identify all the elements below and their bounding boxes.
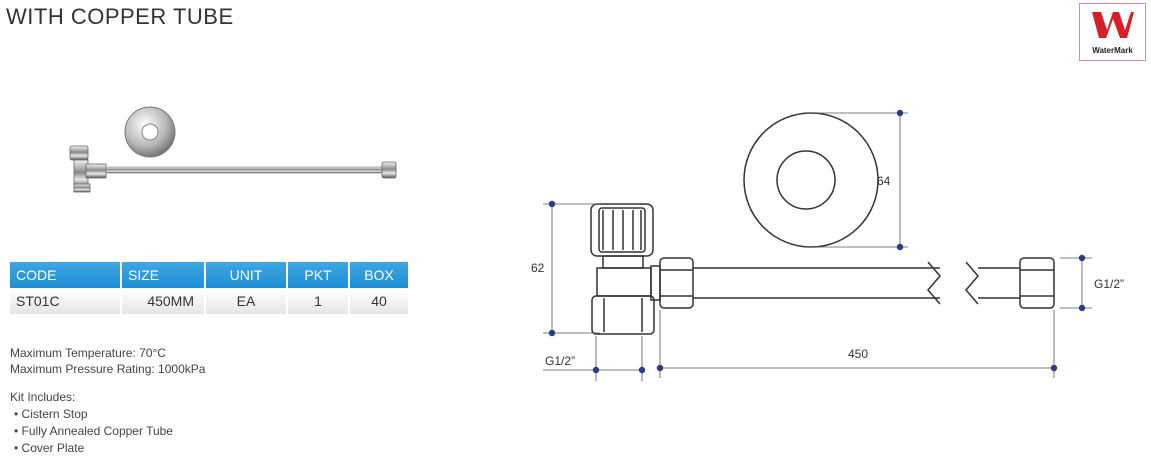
- kit-heading: Kit Includes:: [10, 390, 76, 404]
- spec-table: CODE SIZE UNIT PKT BOX ST01C 450MM EA 1 …: [10, 262, 410, 314]
- watermark-logo-icon: [1092, 12, 1134, 38]
- cover-plate-outline: [743, 112, 879, 248]
- header-code: CODE: [10, 262, 122, 288]
- cell-pkt: 1: [287, 288, 350, 314]
- outlet-nut-outline: [1019, 257, 1055, 309]
- max-pressure-text: Maximum Pressure Rating: 1000kPa: [10, 362, 206, 376]
- cistern-stop-outline: [590, 203, 694, 335]
- cover-plate-image: [124, 106, 176, 158]
- table-row: ST01C 450MM EA 1 40: [10, 288, 410, 314]
- list-item: Cistern Stop: [10, 406, 173, 423]
- watermark-label: WaterMark: [1092, 46, 1133, 55]
- page-title: WITH COPPER TUBE: [6, 4, 234, 29]
- dim-height-label: 62: [531, 261, 545, 275]
- header-box: BOX: [349, 262, 410, 288]
- watermark-badge: WaterMark: [1079, 3, 1146, 61]
- dim-length-label: 450: [848, 347, 868, 361]
- ratings-block: Maximum Temperature: 70°C Maximum Pressu…: [10, 345, 205, 377]
- cell-box: 40: [349, 288, 410, 314]
- cover-plate-hole: [776, 150, 836, 210]
- header-unit: UNIT: [205, 262, 288, 288]
- copper-tube-image: [105, 161, 397, 179]
- max-temperature-text: Maximum Temperature: 70°C: [10, 346, 166, 360]
- list-item: Cover Plate: [10, 440, 173, 457]
- cell-unit: EA: [205, 288, 288, 314]
- thread-outlet-label: G1/2”: [1094, 277, 1124, 291]
- cell-code: ST01C: [10, 288, 122, 314]
- product-photo: [69, 106, 397, 193]
- spec-table-header-row: CODE SIZE UNIT PKT BOX: [10, 262, 410, 288]
- kit-list: Cistern Stop Fully Annealed Copper Tube …: [10, 406, 173, 457]
- header-pkt: PKT: [287, 262, 350, 288]
- kit-includes: Kit Includes: Cistern Stop Fully Anneale…: [10, 389, 173, 457]
- cell-size: 450MM: [121, 288, 206, 314]
- dim-plate-label: 64: [877, 174, 891, 188]
- copper-tube-outline: [693, 261, 1020, 305]
- thread-inlet-label: G1/2”: [545, 354, 575, 368]
- header-size: SIZE: [121, 262, 206, 288]
- list-item: Fully Annealed Copper Tube: [10, 423, 173, 440]
